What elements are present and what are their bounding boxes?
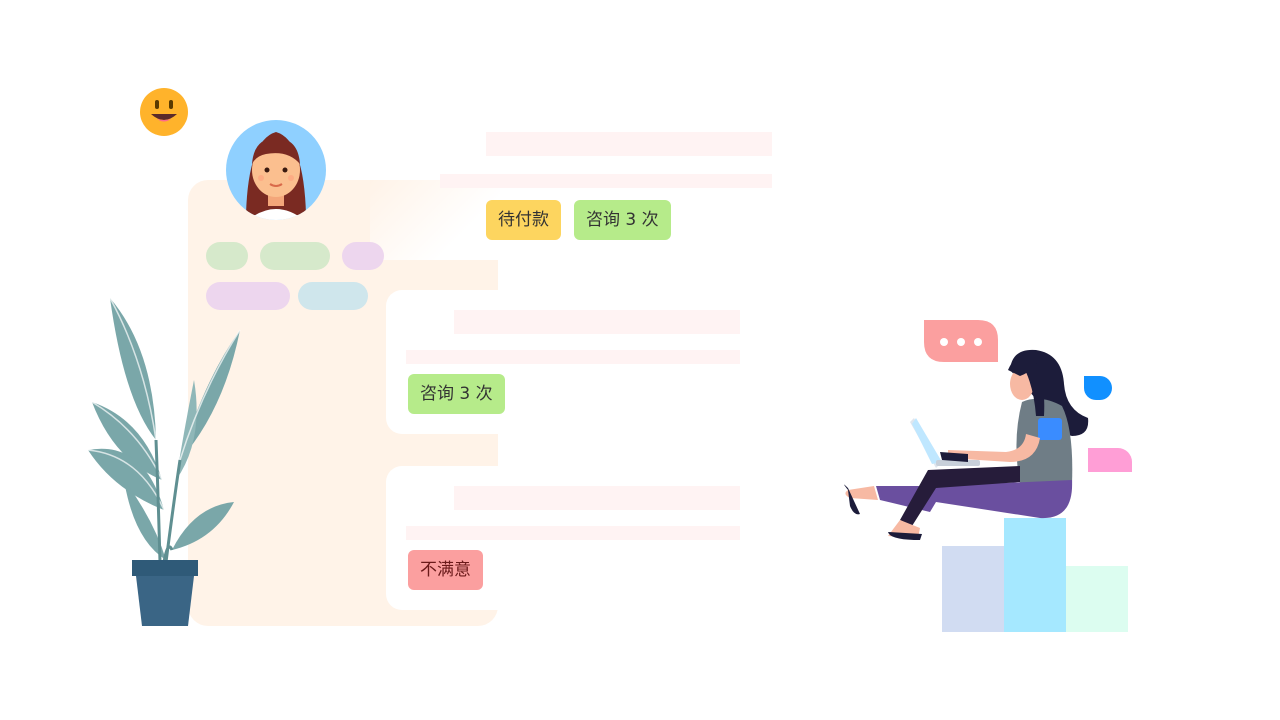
avatar-icon — [226, 120, 326, 220]
card1-bar-bottom — [440, 174, 772, 188]
card3-bar-top — [454, 486, 740, 510]
profile-chip — [206, 242, 248, 270]
card1-bar-top — [486, 132, 772, 156]
profile-chip — [206, 282, 290, 310]
pink-bubble — [1088, 448, 1132, 472]
panel-fold — [370, 180, 500, 260]
block-middle — [1004, 518, 1066, 632]
status-tag-unsatisfied: 不满意 — [408, 550, 483, 590]
status-tag-consult: 咨询 3 次 — [408, 374, 505, 414]
block-right — [1066, 566, 1128, 632]
smiley-icon — [140, 88, 188, 136]
plant-illustration — [84, 290, 254, 630]
card2-bar-top — [454, 310, 740, 334]
blue-bubble — [1084, 376, 1112, 400]
card2-bar-bottom — [406, 350, 740, 364]
card3-bar-bottom — [406, 526, 740, 540]
profile-chip — [298, 282, 368, 310]
woman-laptop-illustration — [840, 340, 1100, 550]
profile-chip — [260, 242, 330, 270]
block-left — [942, 546, 1004, 632]
ellipsis-icon — [924, 320, 998, 362]
status-tag-pending: 待付款 — [486, 200, 561, 240]
profile-chip — [342, 242, 384, 270]
status-tag-consult: 咨询 3 次 — [574, 200, 671, 240]
